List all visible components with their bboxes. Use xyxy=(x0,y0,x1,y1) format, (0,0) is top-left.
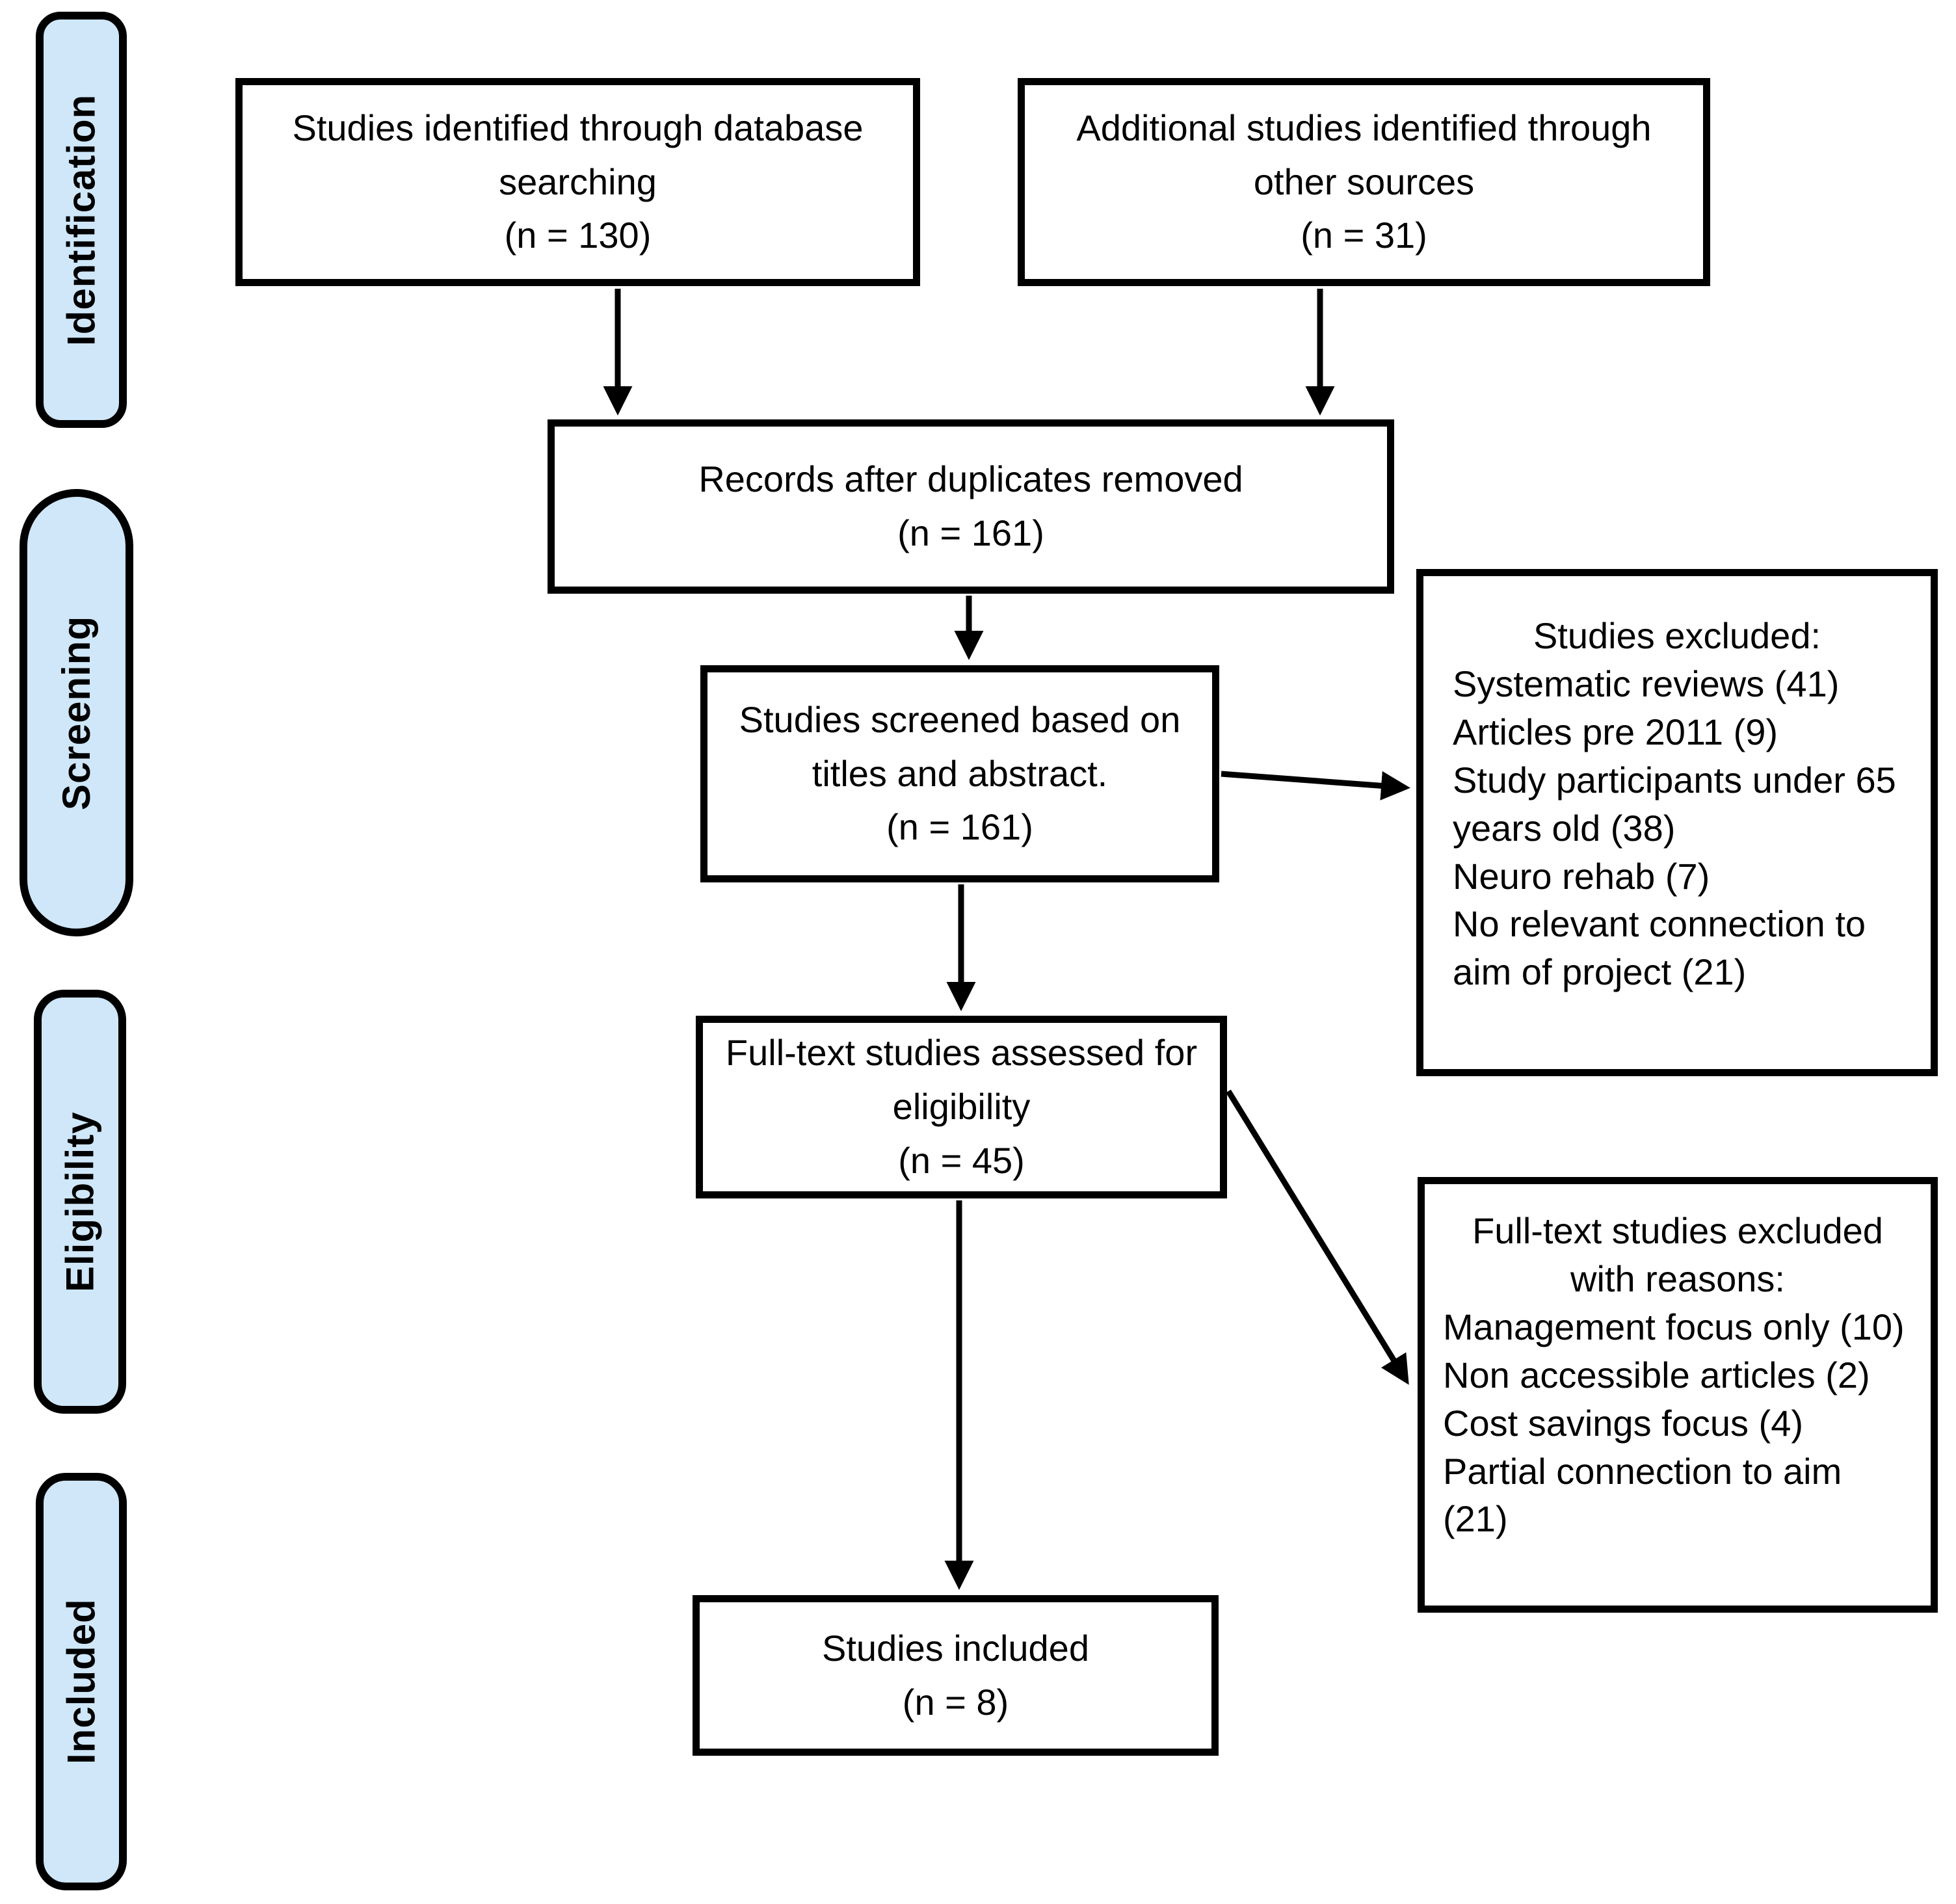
reason-item: Articles pre 2011 (9) xyxy=(1453,711,1778,752)
box-count: (n = 130) xyxy=(504,215,652,256)
excluded-title: Studies excluded: xyxy=(1533,615,1821,656)
stage-text: Included xyxy=(59,1598,103,1765)
flow-box-other-sources: Additional studies identified through ot… xyxy=(1018,78,1710,286)
flow-box-excluded-screening: Studies excluded: Systematic reviews (41… xyxy=(1416,569,1938,1076)
stage-text: Screening xyxy=(55,615,98,810)
reason-item: Management focus only (10) xyxy=(1443,1306,1905,1347)
reason-item: No relevant connection to aim of project… xyxy=(1453,903,1866,993)
diagonal-arrow-fulltext-to-excluded xyxy=(1226,1089,1409,1385)
reason-item: Cost savings focus (4) xyxy=(1443,1402,1803,1444)
excluded-title: Full-text studies excluded with reasons: xyxy=(1472,1210,1883,1299)
right-arrow-screened-to-excluded xyxy=(1221,771,1410,800)
stage-label-screening: Screening xyxy=(20,489,133,936)
flow-box-after-duplicates: Records after duplicates removed (n = 16… xyxy=(548,419,1394,594)
box-count: (n = 161) xyxy=(897,512,1044,553)
flow-box-screened: Studies screened based on titles and abs… xyxy=(700,665,1219,882)
stage-text: Identification xyxy=(59,94,103,346)
box-text: Studies screened based on titles and abs… xyxy=(739,698,1181,794)
stage-label-identification: Identification xyxy=(36,12,127,428)
reason-item: Partial connection to aim (21) xyxy=(1443,1450,1842,1540)
flow-box-fulltext-assessed: Full-text studies assessed for eligibili… xyxy=(696,1016,1227,1198)
box-text: Full-text studies assessed for eligibili… xyxy=(725,1032,1198,1128)
box-count: (n = 31) xyxy=(1301,215,1427,256)
reason-item: Non accessible articles (2) xyxy=(1443,1354,1870,1395)
flow-box-database-search: Studies identified through database sear… xyxy=(235,78,920,286)
stage-text: Eligibility xyxy=(58,1111,102,1292)
flow-box-excluded-fulltext: Full-text studies excluded with reasons:… xyxy=(1418,1177,1938,1613)
box-text: Studies included xyxy=(822,1627,1089,1669)
box-count: (n = 161) xyxy=(886,806,1033,848)
stage-label-eligibility: Eligibility xyxy=(34,990,126,1414)
box-text: Additional studies identified through ot… xyxy=(1076,107,1652,202)
stage-label-included: Included xyxy=(36,1473,127,1890)
reason-item: Systematic reviews (41) xyxy=(1453,663,1840,704)
reason-item: Study participants under 65 years old (3… xyxy=(1453,759,1896,849)
flow-box-studies-included: Studies included (n = 8) xyxy=(693,1595,1219,1756)
box-text: Studies identified through database sear… xyxy=(292,107,864,202)
box-count: (n = 45) xyxy=(898,1139,1025,1181)
reason-item: Neuro rehab (7) xyxy=(1453,855,1710,897)
box-count: (n = 8) xyxy=(902,1681,1009,1723)
box-text: Records after duplicates removed xyxy=(698,458,1243,500)
